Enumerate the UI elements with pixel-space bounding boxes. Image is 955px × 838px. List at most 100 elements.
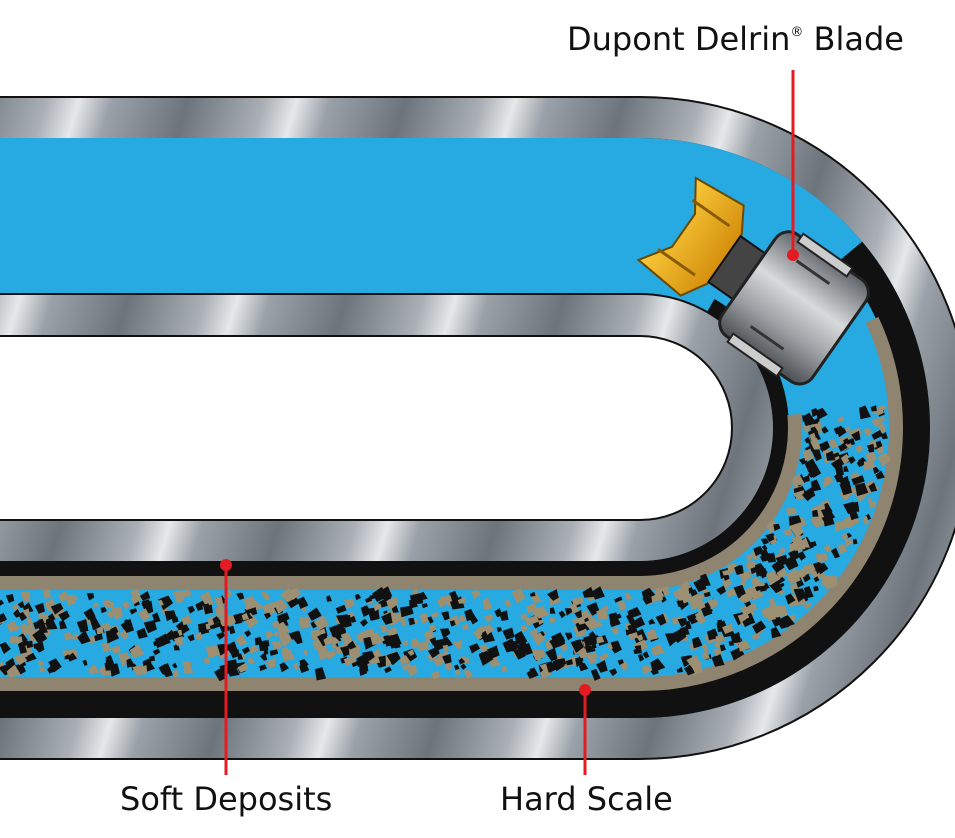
deposit-particle [204,604,213,614]
deposit-particle [440,628,451,639]
deposit-particle [291,631,303,645]
deposit-particle [813,586,819,592]
deposit-particle [158,663,170,675]
deposit-particle [182,660,192,668]
deposit-particle [788,515,802,526]
deposit-particle [402,640,409,646]
deposit-particle [310,621,318,629]
deposit-particle [552,659,565,672]
deposit-particle [804,586,814,599]
deposit-particle [428,624,437,632]
deposit-particle [866,443,875,452]
hard-scale-outer-layer [0,241,930,718]
deposit-particle [16,654,28,666]
deposit-particle [67,652,78,662]
deposit-particle [442,644,449,652]
deposit-particle [237,662,249,673]
deposit-particle [330,643,338,650]
deposit-particle [823,516,835,527]
deposit-particle [753,545,764,557]
deposit-particle [768,597,777,608]
deposit-particle [276,621,290,637]
deposit-particle [686,654,700,668]
deposit-particle [299,659,309,669]
deposit-particle [214,596,224,608]
deposit-particle [471,590,481,600]
deposit-particle [841,532,849,540]
deposit-particle [830,458,843,471]
deposit-particle [360,605,372,617]
deposit-particle [676,600,684,608]
deposit-particle [177,629,183,636]
deposit-particle [789,508,797,515]
deposit-particle [105,654,115,666]
deposit-particle [728,640,735,646]
deposit-particle [26,623,35,632]
deposit-particle [339,614,352,628]
deposit-particle [164,610,177,622]
deposit-particle [59,620,68,630]
deposit-particle [285,594,300,609]
deposit-particle [770,626,782,639]
deposit-particle [215,605,227,618]
deposit-particle [761,544,768,551]
deposit-particle [303,649,308,656]
deposit-particle [843,426,851,433]
deposit-particle [38,612,46,620]
deposit-particle [784,528,792,536]
deposit-particle [767,552,777,563]
deposit-particle [459,615,466,622]
deposit-particle [15,662,26,675]
deposit-particle [228,625,236,635]
hard-scale-pointer [579,684,591,775]
deposit-particle [88,664,100,675]
deposit-particle [0,599,5,606]
deposit-particle [719,644,726,652]
deposit-particle [790,523,804,538]
deposit-particle [868,482,878,492]
deposit-particle [289,587,302,600]
deposit-particle [32,628,48,644]
deposit-particle [173,636,184,646]
deposit-particle [182,664,194,675]
deposit-particle [586,602,600,616]
deposit-particle [823,544,832,553]
deposit-particle [158,595,174,611]
deposit-particle [273,631,280,637]
deposit-particle [273,599,288,615]
deposit-particle [483,624,495,635]
deposit-particle [400,618,407,627]
deposit-particle [827,575,838,587]
deposit-particle [265,657,276,668]
deposit-particle [702,651,710,660]
deposit-particle [417,591,428,602]
deposit-particle [837,543,848,554]
deposit-particle [617,600,627,612]
deposit-particle [793,490,805,501]
deposit-particle [690,589,698,597]
deposit-particle [535,654,542,662]
deposit-particle [141,599,150,607]
deposit-particle [716,585,726,595]
deposit-particle [843,465,849,472]
deposit-particle [610,626,619,635]
deposit-particle [584,645,592,652]
deposit-particle [628,632,639,641]
deposit-particle [187,634,195,642]
deposit-particle [757,581,765,589]
deposit-particle [38,623,48,634]
deposit-particle [102,599,112,609]
deposit-particle [326,595,332,602]
deposit-particle [241,646,250,655]
deposit-particle [815,407,828,420]
deposit-particle [648,618,656,625]
deposit-particle [427,616,434,624]
deposit-particle [590,651,599,661]
deposit-particle [809,421,823,435]
deposit-particle [871,429,884,440]
deposit-particle [110,606,123,620]
deposit-particle [129,644,145,659]
deposit-particle [65,594,77,606]
deposit-particle [564,608,573,616]
deposit-particle [777,582,785,589]
